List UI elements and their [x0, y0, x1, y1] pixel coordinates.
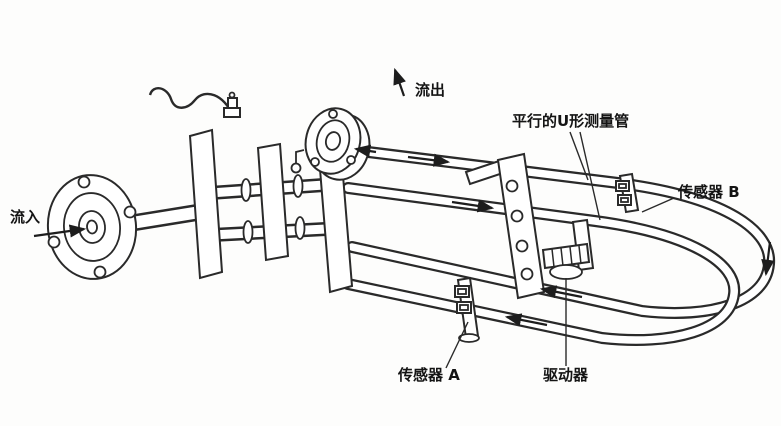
flow-arrow	[407, 153, 451, 167]
sensor-b-clamp	[615, 172, 640, 214]
sensor-a-clamp	[454, 276, 480, 343]
outlet-flange	[304, 107, 371, 181]
leader-line	[445, 321, 469, 369]
bleed-valve	[290, 149, 305, 174]
driver-label: 驱动器	[543, 366, 589, 384]
flow-arrow	[353, 144, 377, 158]
leader-line	[641, 197, 675, 213]
outlet-flow-arrow	[393, 67, 406, 97]
driver-assembly	[541, 218, 595, 280]
inlet-label: 流入	[10, 208, 40, 226]
signal-cable	[148, 87, 241, 118]
flow-arrow	[451, 199, 495, 213]
u-tubes-label: 平行的U形测量管	[512, 112, 629, 130]
leader-line	[579, 131, 601, 221]
flow-arrow	[504, 313, 548, 327]
sensor-a-label: 传感器 A	[397, 366, 460, 384]
inlet-flow-arrow	[33, 224, 87, 238]
sensor-b-label: 传感器 B	[677, 183, 740, 201]
flow-arrows	[33, 67, 775, 327]
leader-lines	[445, 131, 675, 369]
outlet-label: 流出	[415, 81, 445, 99]
inlet-pipe	[117, 203, 209, 233]
inlet-flange	[46, 174, 138, 280]
flow-arrow	[761, 241, 775, 277]
u-tube-front	[342, 182, 741, 347]
u-tube-rear	[346, 144, 776, 319]
leader-line	[569, 131, 589, 181]
flow-arrow	[539, 285, 583, 299]
